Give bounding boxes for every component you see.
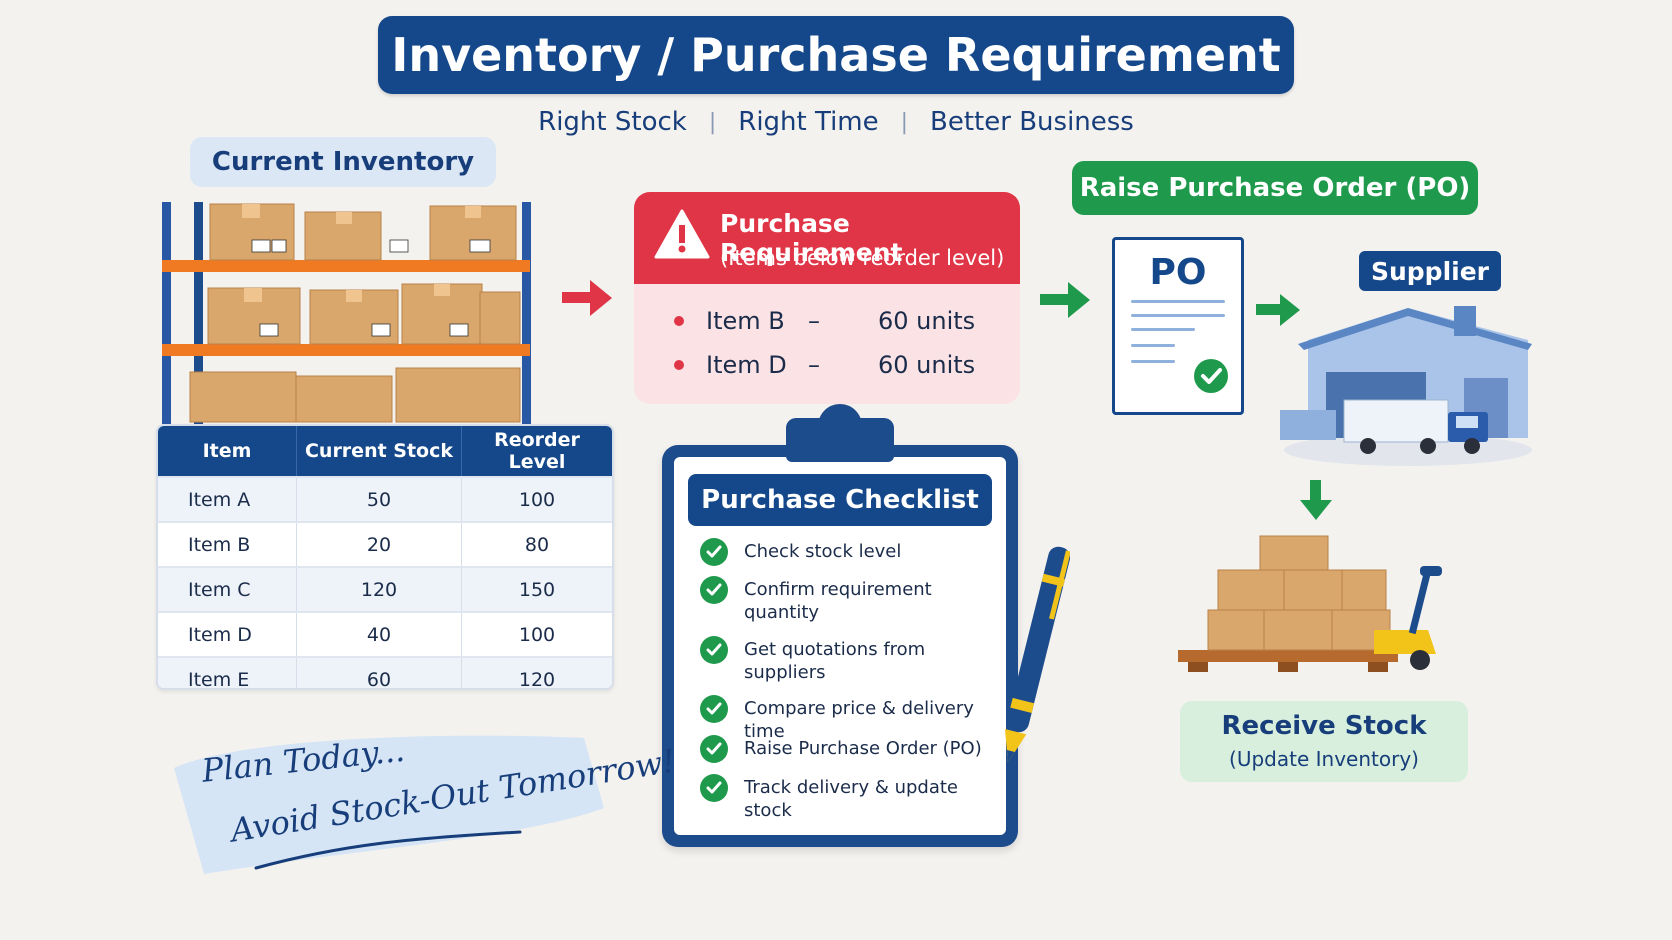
current-inventory-label: Current Inventory	[190, 137, 496, 187]
tagline-item: Right Time	[738, 107, 879, 137]
tagline: Right Stock | Right Time | Better Busine…	[378, 100, 1294, 144]
cell-current-stock: 60	[296, 656, 462, 688]
checklist-item-text: Track delivery & update stock	[744, 777, 959, 821]
tagline-separator: |	[900, 109, 909, 135]
cell-reorder-level: 100	[461, 476, 612, 522]
purchase-requirement-card: Purchase Requirement (Items below reorde…	[634, 192, 1020, 404]
check-icon	[700, 636, 728, 664]
truck-icon	[1343, 399, 1488, 454]
checklist-item: Raise Purchase Order (PO)	[700, 735, 1000, 763]
check-icon	[700, 538, 728, 566]
arrow-right-icon	[1040, 282, 1090, 318]
checklist-item: Check stock level	[700, 538, 1000, 566]
document-line	[1131, 360, 1175, 363]
checklist-item-text: Confirm requirement quantity	[744, 579, 932, 623]
arrow-right-icon	[1256, 294, 1300, 326]
check-icon	[700, 695, 728, 723]
column-header: Reorder Level	[461, 426, 612, 477]
checklist-item: Track delivery & update stock	[700, 774, 1000, 822]
check-icon	[700, 576, 728, 604]
checklist-item: Confirm requirement quantity	[700, 576, 1000, 624]
cell-item: Item D	[158, 611, 297, 657]
cell-item: Item E	[158, 656, 297, 688]
requirement-item-qty: 60 units	[878, 307, 976, 335]
cell-current-stock: 50	[296, 476, 462, 522]
check-icon	[1194, 359, 1228, 393]
checklist-item-text: Check stock level	[744, 541, 902, 562]
requirement-item-name: Item D	[706, 351, 787, 379]
bullet-icon	[674, 316, 684, 326]
checklist-item: Compare price & delivery time	[700, 695, 1000, 743]
column-header: Item	[158, 426, 297, 477]
tagline-item: Better Business	[930, 107, 1134, 137]
cell-reorder-level: 150	[461, 566, 612, 612]
table-header-row: Item Current Stock Reorder Level	[158, 426, 612, 477]
warning-icon	[654, 209, 710, 259]
tagline-item: Right Stock	[538, 107, 687, 137]
supplier-label: Supplier	[1359, 251, 1501, 291]
checklist-title: Purchase Checklist	[688, 474, 992, 526]
purchase-requirement-header: Purchase Requirement (Items below reorde…	[634, 192, 1020, 284]
cell-item: Item B	[158, 521, 297, 567]
cell-item: Item C	[158, 566, 297, 612]
arrow-down-icon	[1300, 480, 1332, 520]
cell-item: Item A	[158, 476, 297, 522]
requirement-item-name: Item B	[706, 307, 785, 335]
warehouse-icon	[1280, 306, 1532, 466]
document-line	[1131, 300, 1225, 303]
pallet-boxes-illustration	[1178, 535, 1442, 672]
raise-po-banner: Raise Purchase Order (PO)	[1072, 161, 1478, 215]
tagline-separator: |	[708, 109, 717, 135]
requirement-item: Item D – 60 units	[674, 350, 975, 380]
checklist-item-text: Get quotations from suppliers	[744, 639, 926, 683]
requirement-item: Item B – 60 units	[674, 306, 975, 336]
requirement-item-qty: 60 units	[878, 351, 976, 379]
document-line	[1131, 328, 1195, 331]
check-icon	[700, 774, 728, 802]
column-header: Current Stock	[296, 426, 462, 477]
cell-reorder-level: 80	[461, 521, 612, 567]
document-line	[1131, 314, 1225, 317]
receive-stock-title: Receive Stock	[1221, 711, 1427, 741]
slogan-brush-background	[174, 735, 604, 874]
cell-current-stock: 20	[296, 521, 462, 567]
bullet-icon	[674, 360, 684, 370]
purchase-requirement-title: Purchase Requirement	[720, 209, 903, 267]
document-line	[1131, 344, 1175, 347]
checklist-item-text: Raise Purchase Order (PO)	[744, 738, 982, 759]
pen-icon	[1004, 546, 1070, 763]
receive-stock-card: Receive Stock (Update Inventory)	[1180, 701, 1468, 782]
purchase-requirement-subtitle: (Items below reorder level)	[720, 246, 1005, 270]
receive-stock-subtitle: (Update Inventory)	[1229, 747, 1419, 771]
cell-reorder-level: 100	[461, 611, 612, 657]
warehouse-shelf-illustration	[162, 202, 531, 424]
cell-reorder-level: 120	[461, 656, 612, 688]
requirement-item-dash: –	[808, 351, 820, 379]
cell-current-stock: 120	[296, 566, 462, 612]
check-icon	[700, 735, 728, 763]
requirement-item-dash: –	[808, 307, 820, 335]
pallet-jack-icon	[1374, 566, 1442, 670]
checklist-item: Get quotations from suppliers	[700, 636, 1000, 684]
cell-current-stock: 40	[296, 611, 462, 657]
page-title: Inventory / Purchase Requirement	[378, 16, 1294, 94]
po-document-label: PO	[1149, 252, 1207, 293]
arrow-right-icon	[562, 280, 612, 316]
clipboard-clip-top	[818, 404, 862, 434]
po-document-icon: PO	[1112, 237, 1244, 415]
checklist-item-text: Compare price & delivery time	[744, 698, 974, 742]
